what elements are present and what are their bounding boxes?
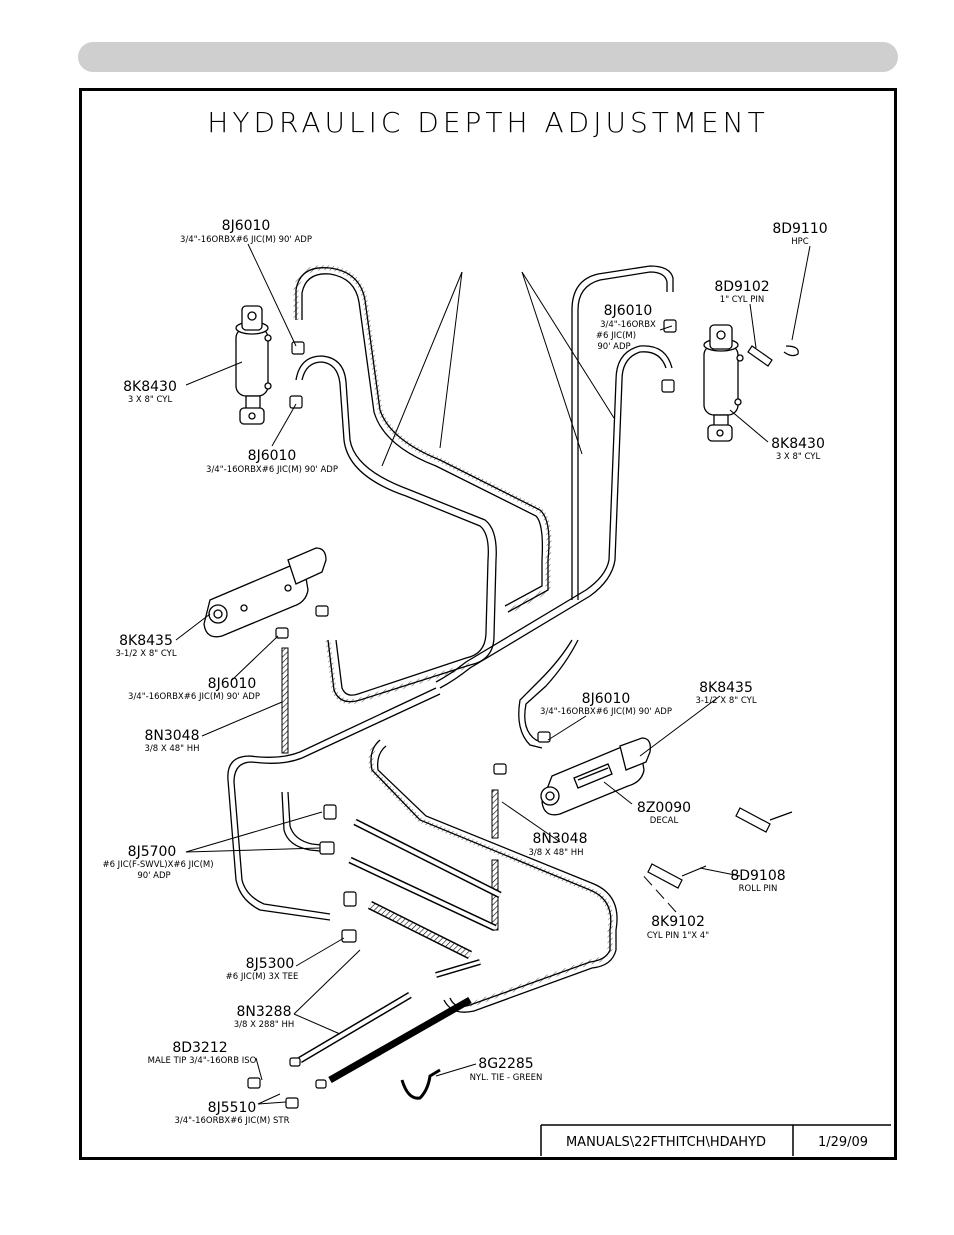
callout-part: 8K8435 <box>119 633 173 649</box>
pins <box>647 345 799 889</box>
drawing-date: 1/29/09 <box>818 1135 868 1150</box>
callout-part: 8J6010 <box>248 448 297 464</box>
hatched-hoses <box>281 265 614 1084</box>
callout-desc: ROLL PIN <box>739 884 778 894</box>
callout-part: 8K8430 <box>123 379 177 395</box>
drawing-path: MANUALS\22FTHITCH\HDAHYD <box>566 1135 766 1150</box>
callout-desc: MALE TIP 3/4"-16ORB ISO <box>148 1056 257 1066</box>
callout-part: 8J5300 <box>246 956 295 972</box>
callout-desc: 3/4"-16ORBX#6 JIC(M) 90' ADP <box>540 707 672 717</box>
callout-desc: 3/4"-16ORBX <box>600 320 656 330</box>
callout-part: 8J6010 <box>208 676 257 692</box>
page-title: HYDRAULIC DEPTH ADJUSTMENT <box>207 106 768 139</box>
callout-desc: #6 JIC(F-SWVL)X#6 JIC(M) <box>102 860 213 870</box>
callout-desc: CYL PIN 1"X 4" <box>647 931 709 941</box>
callout-desc: 3-1/2 X 8" CYL <box>115 649 176 659</box>
callout-desc: 3 X 8" CYL <box>128 395 173 405</box>
cylinder-8k8430-right <box>703 324 744 442</box>
callout-part: 8N3048 <box>144 728 199 744</box>
callout-part: 8K8435 <box>699 680 753 696</box>
callout-desc: NYL. TIE - GREEN <box>470 1073 543 1083</box>
callout-desc: 90' ADP <box>137 871 170 881</box>
callout-part: 8D9102 <box>714 279 769 295</box>
callout-part: 8D9110 <box>772 221 827 237</box>
callout-part: 8J5510 <box>208 1100 257 1116</box>
callout-part: 8K9102 <box>651 914 705 930</box>
callout-desc: 90' ADP <box>597 342 630 352</box>
callout-desc: 3/4"-16ORBX#6 JIC(M) STR <box>174 1116 289 1126</box>
callout-desc: 3/4"-16ORBX#6 JIC(M) 90' ADP <box>180 235 312 245</box>
callout-desc: DECAL <box>650 816 679 826</box>
title-block: MANUALS\22FTHITCH\HDAHYD 1/29/09 <box>540 1124 891 1156</box>
cylinder-8k8435-right <box>540 737 651 816</box>
callout-desc: 3/8 X 48" HH <box>144 744 199 754</box>
leader-lines <box>175 243 811 1105</box>
callout-part: 8J6010 <box>604 303 653 319</box>
callout-part: 8J6010 <box>222 218 271 234</box>
fittings <box>247 319 677 1109</box>
callout-desc: #6 JIC(M) 3X TEE <box>226 972 299 982</box>
callout-desc: 3/4"-16ORBX#6 JIC(M) 90' ADP <box>206 465 338 475</box>
callout-desc: 3 X 8" CYL <box>776 452 821 462</box>
callout-desc: 3-1/2 X 8" CYL <box>695 696 756 706</box>
callout-desc: 3/8 X 48" HH <box>528 848 583 858</box>
callout-part: 8N3288 <box>236 1004 291 1020</box>
callout-desc: 1" CYL PIN <box>720 295 764 305</box>
cylinder-8k8435-left <box>203 547 327 638</box>
header-bar <box>78 42 898 72</box>
callout-part: 8J5700 <box>128 844 177 860</box>
callout-desc: #6 JIC(M) <box>596 331 636 341</box>
callout-labels: 8J6010 3/4"-16ORBX#6 JIC(M) 90' ADP 8K84… <box>102 218 827 1126</box>
callout-part: 8K8430 <box>771 436 825 452</box>
cylinder-8k8430-left <box>235 305 272 425</box>
callout-part: 8J6010 <box>582 691 631 707</box>
callout-part: 8D9108 <box>730 868 785 884</box>
callout-part: 8D3212 <box>172 1040 227 1056</box>
callout-part: 8Z0090 <box>637 800 691 816</box>
nylon-tie <box>400 1068 441 1100</box>
callout-desc: HPC <box>791 237 809 247</box>
callout-desc: 3/8 X 288" HH <box>234 1020 295 1030</box>
callout-desc: 3/4"-16ORBX#6 JIC(M) 90' ADP <box>128 692 260 702</box>
callout-part: 8N3048 <box>532 831 587 847</box>
callout-part: 8G2285 <box>478 1056 533 1072</box>
